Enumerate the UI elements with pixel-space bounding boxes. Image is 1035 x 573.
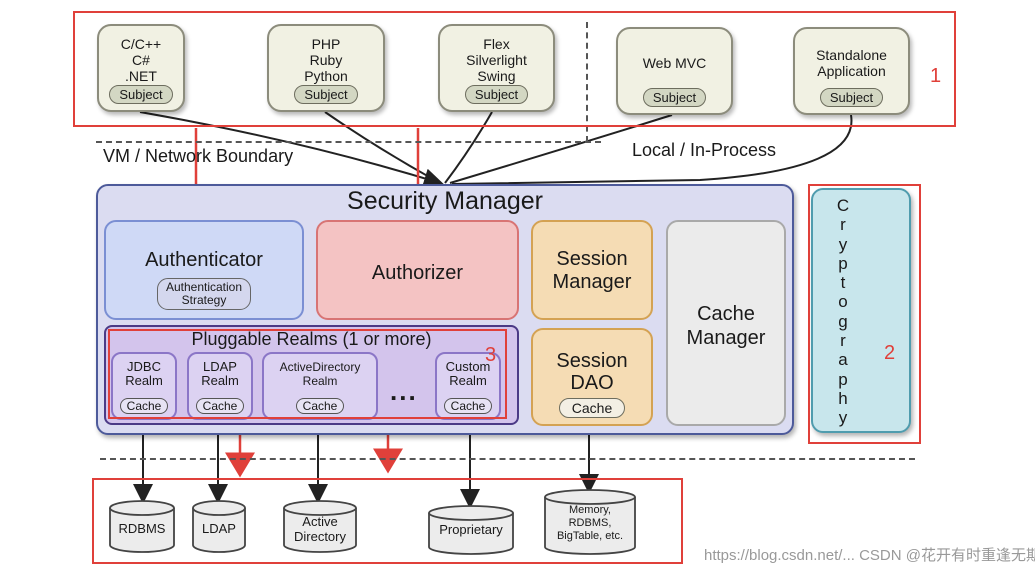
session-manager-line: Manager: [552, 271, 632, 293]
realm-line: Custom: [445, 359, 491, 374]
annotation-label-3: 3: [485, 344, 497, 366]
client-line: Standalone: [816, 46, 887, 63]
annotation-box-cryptography: [808, 184, 921, 444]
datastore-line: BigTable, etc.: [556, 530, 624, 542]
datastore-line: Proprietary: [439, 522, 503, 537]
datastore-line: RDBMS,: [568, 517, 612, 529]
session-dao-cache-pill: Cache: [558, 398, 626, 418]
annotation-box-datastores: [92, 478, 683, 564]
local-in-process-label: Local / In-Process: [632, 140, 777, 160]
crypto-letter: r: [840, 215, 846, 235]
datastore-memory-label: Memory, RDBMS, BigTable, etc.: [540, 504, 640, 543]
realm-ldap: LDAP Realm Cache: [187, 352, 253, 420]
subject-pill: Subject: [109, 85, 173, 104]
annotation-label-2: 2: [884, 342, 896, 364]
cache-manager-line: Manager: [686, 327, 766, 349]
client-web-mvc: Web MVC Subject: [616, 27, 733, 115]
crypto-letter: t: [840, 273, 846, 293]
crypto-letter: a: [838, 350, 848, 370]
cache-manager-line: Cache: [697, 303, 755, 325]
watermark: https://blog.csdn.net/... CSDN @花开有时重逢无期: [704, 547, 1035, 564]
crypto-letter: C: [836, 196, 850, 215]
datastore-rdbms-label: RDBMS: [110, 521, 174, 536]
realm-active-directory: ActiveDirectory Realm Cache: [262, 352, 378, 420]
datastore-line: LDAP: [202, 521, 236, 536]
auth-strategy-line: Authentication: [165, 280, 243, 294]
subject-pill: Subject: [464, 85, 529, 104]
realm-line: LDAP: [203, 359, 237, 374]
client-line: C/C++: [120, 35, 162, 52]
datastore-proprietary-label: Proprietary: [429, 522, 513, 537]
cryptography-letters: C r y p t o g r a p h y: [813, 196, 873, 428]
datastore-line: RDBMS: [118, 521, 166, 536]
crypto-letter: y: [838, 234, 848, 254]
annotation-box-realms: [108, 329, 507, 419]
datastore-line: Memory,: [569, 504, 611, 516]
crypto-letter: o: [838, 292, 848, 312]
crypto-letter: r: [840, 331, 846, 351]
client-line: Flex: [483, 35, 510, 52]
client-line: Python: [304, 67, 348, 84]
auth-strategy-line: Strategy: [181, 293, 227, 307]
crypto-letter: p: [838, 253, 848, 273]
client-php: PHP Ruby Python Subject: [267, 24, 385, 112]
datastore-line: Directory: [293, 529, 346, 544]
client-line: .NET: [125, 67, 157, 84]
client-line: Application: [817, 62, 886, 79]
realm-line: Realm: [449, 373, 487, 388]
realm-line: Realm: [201, 373, 239, 388]
authenticator: Authenticator Authentication Strategy: [104, 220, 304, 320]
session-dao-line: DAO: [570, 372, 614, 394]
realm-jdbc: JDBC Realm Cache: [111, 352, 177, 420]
client-line: Silverlight: [466, 51, 527, 68]
client-line: PHP: [311, 35, 341, 52]
annotation-box-clients: [73, 11, 956, 127]
datastore-dashed-line: [100, 458, 915, 460]
client-standalone: Standalone Application Subject: [793, 27, 910, 115]
client-line: C#: [132, 51, 150, 68]
boundary-vertical-dash: [586, 22, 588, 142]
client-line: Web MVC: [642, 54, 707, 71]
realm-cache-pill: Cache: [443, 398, 493, 414]
client-flex: Flex Silverlight Swing Subject: [438, 24, 555, 112]
authentication-strategy: Authentication Strategy: [156, 278, 252, 310]
realms-ellipsis: ...: [390, 376, 418, 406]
cryptography: C r y p t o g r a p h y: [811, 188, 911, 433]
client-line: Swing: [477, 67, 516, 84]
realm-cache-pill: Cache: [295, 398, 345, 414]
crypto-letter: p: [838, 369, 848, 389]
datastore-line: Active: [302, 514, 338, 529]
annotation-label-1: 1: [930, 65, 942, 87]
cache-manager: Cache Manager: [666, 220, 786, 426]
realm-cache-pill: Cache: [119, 398, 169, 414]
client-line: Ruby: [309, 51, 343, 68]
datastore-active-directory-label: Active Directory: [284, 514, 356, 544]
authorizer: Authorizer: [316, 220, 519, 320]
crypto-letter: y: [838, 408, 848, 428]
subject-pill: Subject: [819, 88, 884, 107]
pluggable-realms-title: Pluggable Realms (1 or more): [191, 329, 432, 349]
subject-pill: Subject: [642, 88, 707, 107]
session-dao-line: Session: [556, 350, 628, 372]
client-cpp: C/C++ C# .NET Subject: [97, 24, 185, 112]
realm-line: ActiveDirectory: [279, 360, 361, 374]
realm-line: JDBC: [127, 359, 161, 374]
authorizer-label: Authorizer: [371, 262, 464, 284]
realm-custom: Custom Realm Cache: [435, 352, 501, 420]
security-manager-title: Security Manager: [347, 187, 543, 215]
crypto-letter: g: [838, 311, 848, 331]
crypto-letter: h: [838, 388, 848, 408]
session-manager: Session Manager: [531, 220, 653, 320]
datastore-ldap-label: LDAP: [193, 521, 245, 536]
realm-line: Realm: [125, 373, 163, 388]
realm-line: Realm: [302, 374, 338, 388]
subject-pill: Subject: [294, 85, 358, 104]
client-dashed-line: [96, 141, 601, 143]
authenticator-label: Authenticator: [145, 249, 263, 271]
realm-cache-pill: Cache: [195, 398, 245, 414]
session-dao: Session DAO Cache: [531, 328, 653, 426]
vm-network-boundary-label: VM / Network Boundary: [103, 146, 294, 166]
session-manager-line: Session: [556, 248, 628, 270]
